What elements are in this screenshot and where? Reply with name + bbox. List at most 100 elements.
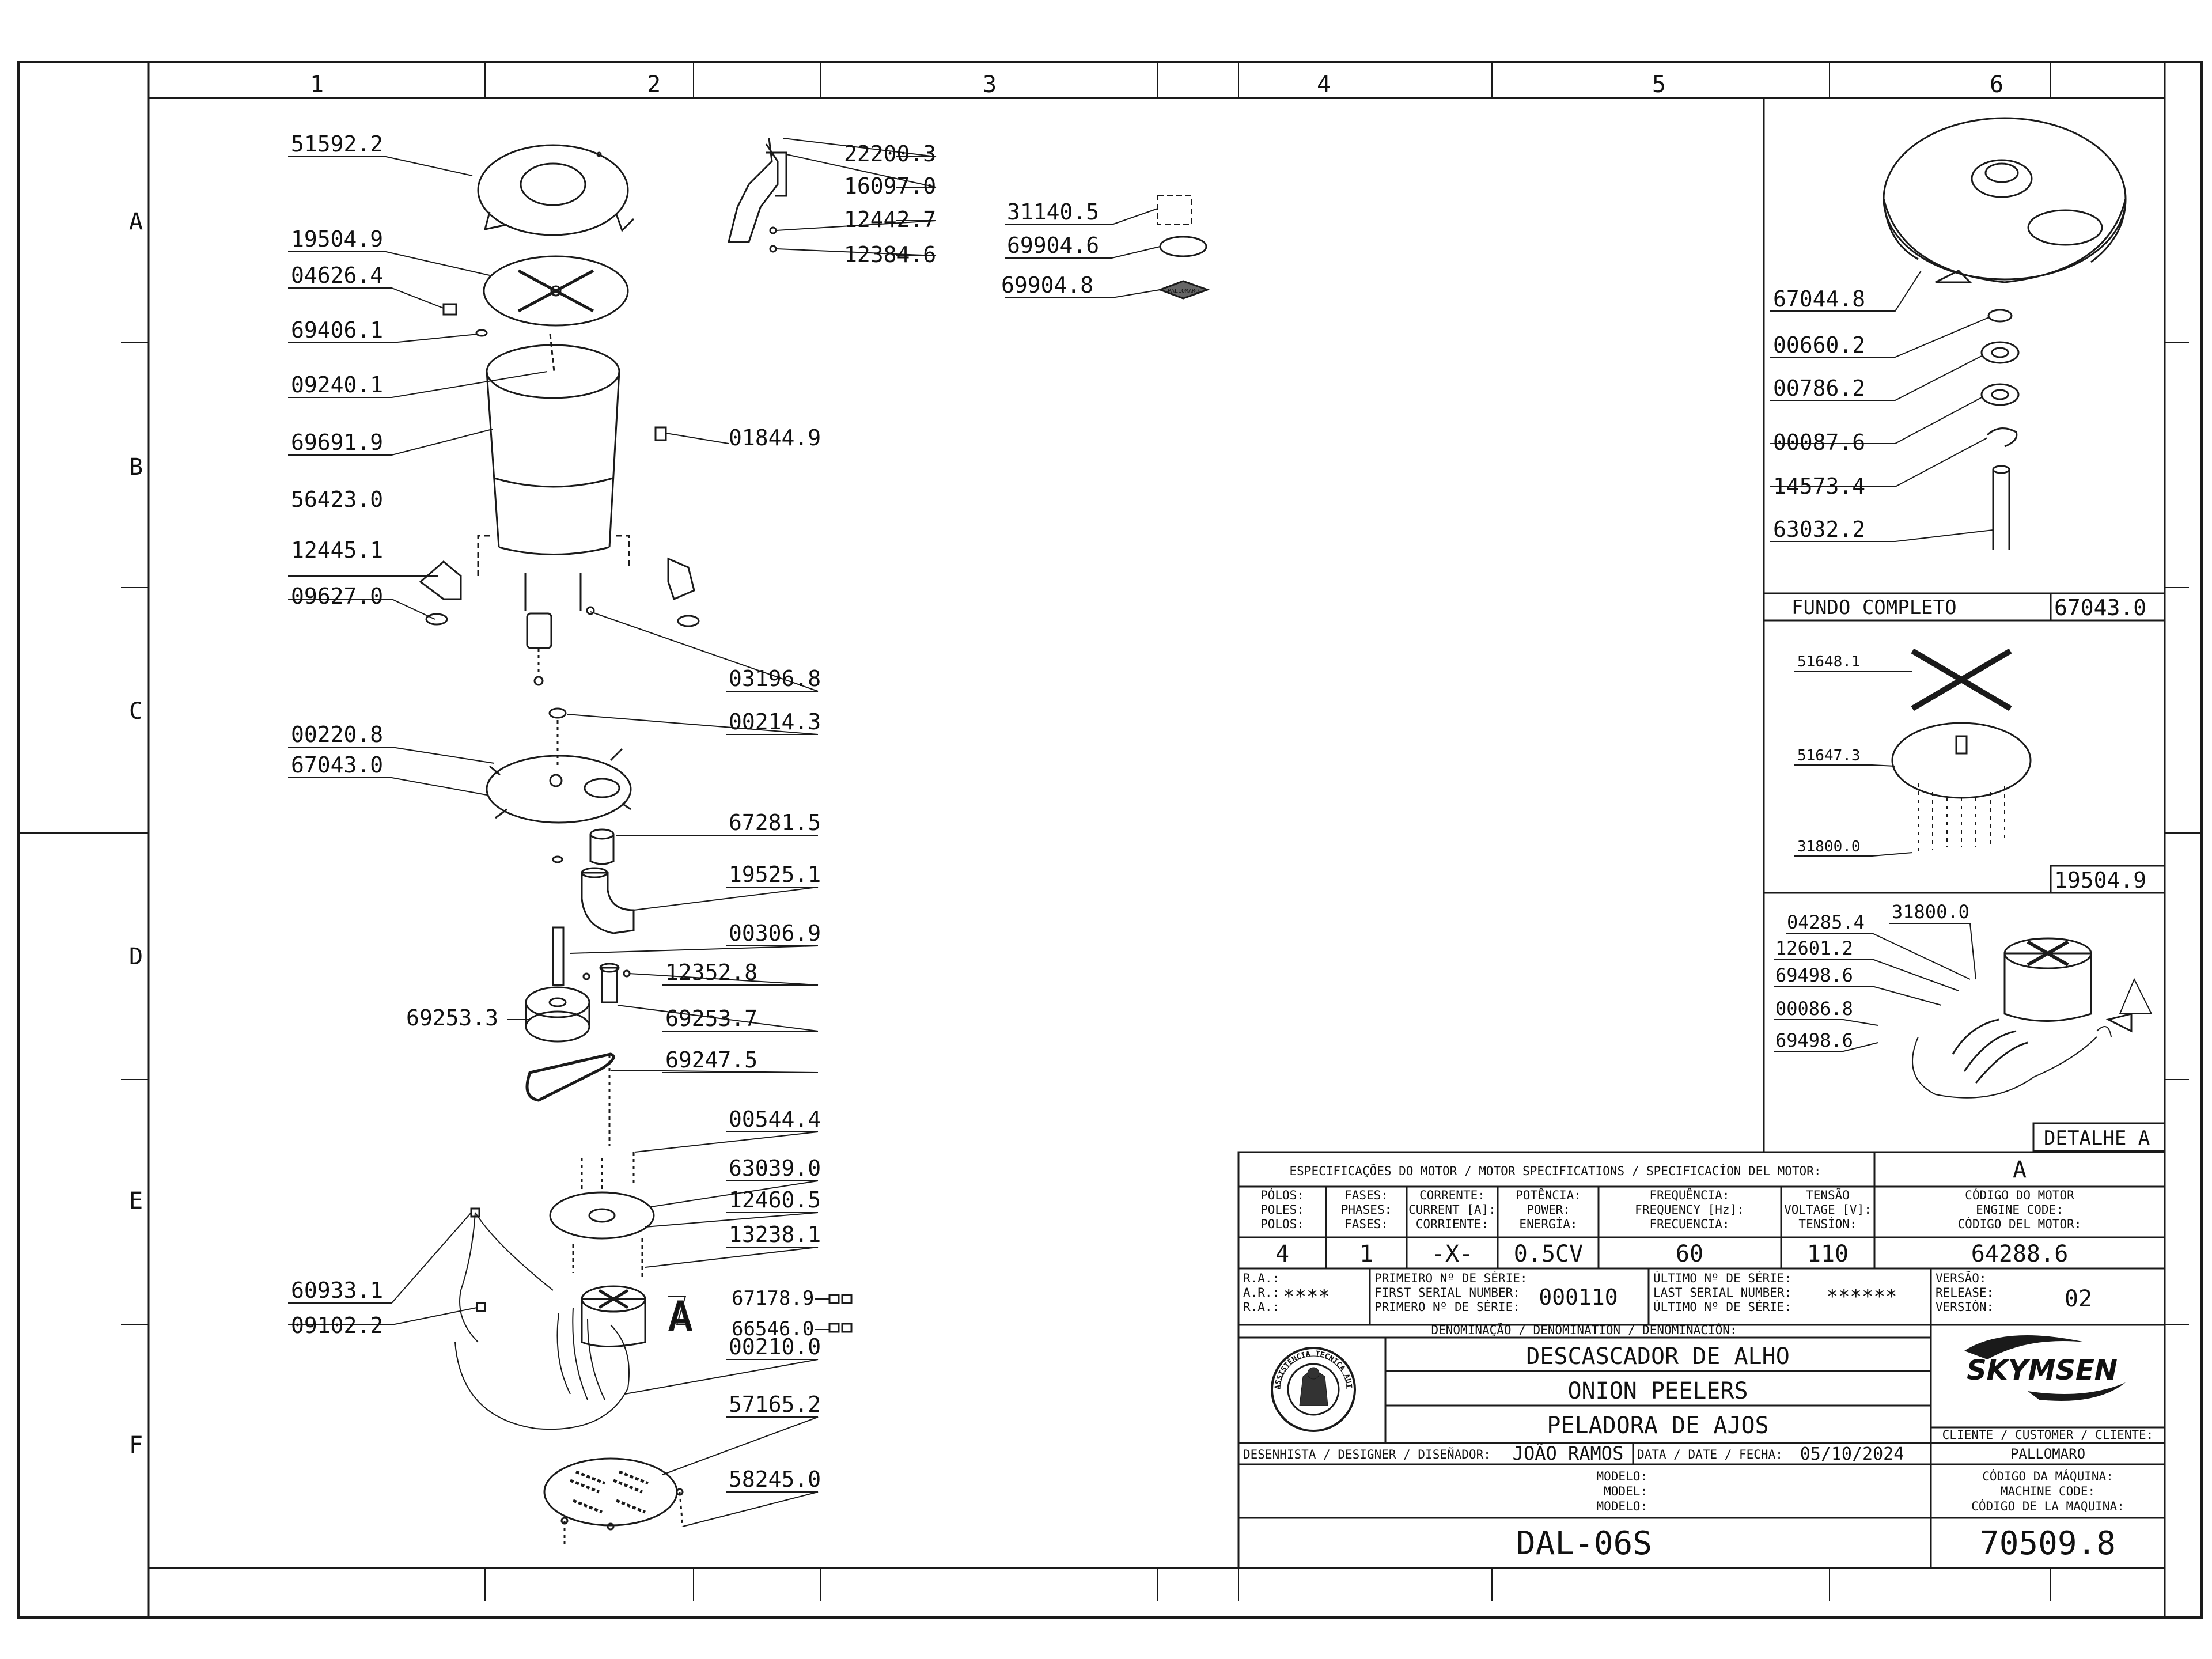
part-label: 69253.7 [665,1006,757,1031]
part-label: 09102.2 [291,1313,383,1338]
part-label: 57165.2 [729,1392,821,1417]
drawing-frame [17,61,2203,1619]
part-label: 66546.0 [732,1317,814,1340]
spec-header: POTÊNCIA: [1516,1188,1581,1202]
part-label: 51592.2 [291,131,383,157]
small-logo-text: PALLOMARO [1168,288,1199,294]
spec-header: FREQUÊNCIA: [1649,1188,1729,1202]
spec-header: FASES: [1344,1217,1388,1231]
machine-code-value: 70509.8 [1980,1525,2116,1562]
machine-code-label: MACHINE CODE: [2001,1484,2095,1498]
callout-letter-a: A [668,1293,692,1340]
spec-value-power: 0.5CV [1514,1241,1583,1267]
part-label: 09240.1 [291,372,383,397]
brand-name: SKYMSEN [1967,1354,2118,1387]
spec-value-voltage: 110 [1807,1241,1849,1267]
part-label: 12445.1 [291,537,383,563]
part-label: 31140.5 [1007,199,1099,225]
spec-header: VOLTAGE [V]: [1784,1203,1872,1217]
machine-code-label: CÓDIGO DE LA MAQUINA: [1971,1499,2124,1513]
assistance-seal-logo [1271,1347,1356,1432]
detail-part-label: 51648.1 [1797,653,1861,671]
spec-header: TENSÍON: [1798,1217,1857,1231]
first-serial-label: PRIMERO Nº DE SÉRIE: [1374,1300,1520,1314]
model-value: DAL-06S [1516,1525,1652,1562]
part-label: 00544.4 [729,1107,821,1132]
spec-header: TENSÃO [1806,1187,1850,1202]
grid-col-3: 3 [983,71,997,98]
date-label: DATA / DATE / FECHA: [1637,1448,1783,1461]
fundo-part-labels: 67044.8 00660.2 00786.2 00087.6 14573.4 … [1773,286,1865,542]
spec-header: CORRENTE: [1419,1188,1485,1202]
date-value: 05/10/2024 [1800,1444,1904,1464]
grid-row-f: F [129,1432,143,1459]
detail-part-label: 14573.4 [1773,474,1865,499]
part-label: 09627.0 [291,584,383,609]
detail-part-label: 31800.0 [1892,901,1969,923]
title-block-lines [1237,1151,2166,1569]
fundo-completo-drawing [1883,117,2127,550]
version-label: VERSIÓN: [1936,1300,1994,1314]
grid-row-b: B [129,454,143,480]
last-serial-label: LAST SERIAL NUMBER: [1653,1286,1791,1300]
detail-part-label: 04285.4 [1787,911,1865,933]
part-label: 67178.9 [732,1287,814,1310]
spec-value-poles: 4 [1275,1241,1289,1267]
detail-part-label: 51647.3 [1797,747,1861,764]
designer-label: DESENHISTA / DESIGNER / DISEÑADOR: [1243,1446,1491,1461]
client-label: CLIENTE / CUSTOMER / CLIENTE: [1942,1428,2154,1442]
first-serial-value: 000110 [1539,1285,1618,1310]
motor-detail-labels: 04285.4 31800.0 12601.2 69498.6 00086.8 … [1775,901,1969,1051]
detail-part-label: 00087.6 [1773,430,1865,455]
model-label: MODELO: [1596,1469,1647,1483]
motor-specs-table: ESPECIFICAÇÕES DO MOTOR / MOTOR SPECIFIC… [1260,1157,2081,1267]
grid-col-6: 6 [1990,71,2003,98]
grid-col-5: 5 [1652,71,1666,98]
part-label: 00214.3 [729,709,821,734]
denomination-pt: DESCASCADOR DE ALHO [1526,1343,1790,1370]
denomination-block: DENOMINAÇÃO / DENOMINATION / DENOMINACIÓ… [1431,1322,1789,1439]
part-label: 19504.9 [291,226,383,252]
part-label: 00220.8 [291,722,383,747]
version-label: VERSÃO: [1936,1270,1987,1285]
detail-panels-frame [1763,98,2166,1152]
grid-row-d: D [129,944,143,970]
ra-label: R.A.: [1243,1300,1279,1314]
detail-part-label: 63032.2 [1773,517,1865,542]
serial-row: R.A.: A.R.: R.A.: **** PRIMEIRO Nº DE SÉ… [1243,1270,2092,1314]
part-label: 12442.7 [844,207,936,232]
spec-header: PHASES: [1341,1203,1392,1217]
fundo-completo-title: FUNDO COMPLETO [1791,596,1957,619]
machine-code-labels: CÓDIGO DA MÁQUINA: MACHINE CODE: CÓDIGO … [1971,1469,2124,1513]
disco-code: 19504.9 [2054,868,2146,893]
grid-column-labels: 1 2 3 4 5 6 [310,71,2003,98]
spec-header: CÓDIGO DEL MOTOR: [1958,1217,2082,1231]
disco-drawing [1891,648,2032,853]
detail-part-label: 31800.0 [1797,838,1861,855]
spec-header: CORRIENTE: [1416,1217,1488,1231]
part-label: 69904.6 [1007,233,1099,258]
spec-header: CÓDIGO DO MOTOR [1965,1188,2074,1202]
spec-header: ENGINE CODE: [1976,1203,2063,1217]
spec-value-engine-code: 64288.6 [1971,1241,2069,1267]
spec-value-phases: 1 [1359,1241,1373,1267]
motor-specs-heading: ESPECIFICAÇÕES DO MOTOR / MOTOR SPECIFIC… [1290,1163,1821,1178]
spec-value-frequency: 60 [1676,1241,1703,1267]
part-label: 63039.0 [729,1156,821,1181]
designer-row: DESENHISTA / DESIGNER / DISEÑADOR: JOÃO … [1243,1442,1904,1464]
ra-label: R.A.: [1243,1271,1279,1285]
ra-value: **** [1283,1285,1330,1308]
detail-part-label: 67044.8 [1773,286,1865,312]
spec-header: FRECUENCIA: [1649,1217,1729,1231]
motor-code-letter: A [2013,1157,2027,1183]
first-serial-label: FIRST SERIAL NUMBER: [1374,1286,1520,1300]
part-label: 12352.8 [665,960,757,985]
spec-header: PÓLOS: [1260,1188,1304,1202]
fundo-leaders [1770,270,1994,542]
part-label: 69253.3 [406,1005,498,1031]
detail-part-label: 12601.2 [1775,937,1853,959]
disco-part-labels: 51648.1 51647.3 31800.0 [1797,653,1861,855]
detail-part-label: 69498.6 [1775,1029,1853,1051]
part-label: 69904.8 [1001,272,1093,298]
version-value: 02 [2065,1286,2092,1312]
